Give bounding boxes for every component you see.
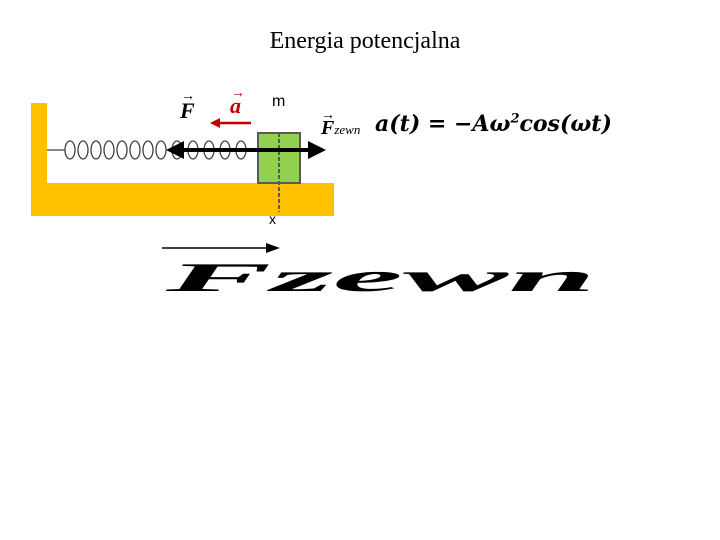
- page-title: Energia potencjalna: [269, 28, 461, 54]
- big-fzewn-arrow: [162, 243, 280, 253]
- equation-lhs: a(t) = −Aω: [375, 111, 511, 137]
- mass-label: m: [272, 93, 286, 110]
- force-arrows: [166, 141, 326, 159]
- equation-rhs: cos(ωt): [519, 111, 612, 137]
- big-fzewn-label: Fzewn: [163, 255, 596, 300]
- force-f-label: → F: [180, 89, 195, 124]
- acceleration-equation: a(t) = −Aω2cos(ωt): [375, 111, 612, 137]
- acceleration-a-label: → a: [230, 86, 245, 119]
- acceleration-arrow: [210, 118, 251, 128]
- floor: [31, 183, 334, 216]
- external-force-label: → Fzewn: [321, 108, 361, 140]
- equation-exponent: 2: [510, 111, 520, 127]
- x-label: x: [269, 211, 276, 227]
- big-fzewn-text: Fzewn: [163, 255, 596, 300]
